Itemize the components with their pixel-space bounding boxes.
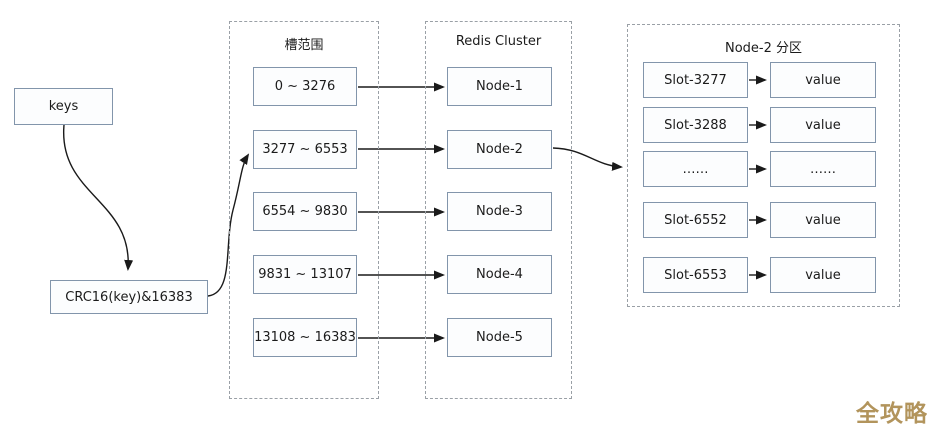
node-box-3: Node-3	[447, 192, 552, 231]
partition-slot-box-2: Slot-3288	[643, 107, 748, 143]
node-box-1: Node-1	[447, 67, 552, 106]
partition-slot-box-1: Slot-3277	[643, 62, 748, 98]
slot-range-box-4: 9831 ~ 13107	[253, 255, 357, 294]
partition-value-box-4: value	[770, 202, 876, 238]
slot-range-box-5: 13108 ~ 16383	[253, 318, 357, 357]
partition-value-box-5: value	[770, 257, 876, 293]
node-box-5: Node-5	[447, 318, 552, 357]
node2-partition-title: Node-2 分区	[724, 41, 803, 56]
slot-range-box-3: 6554 ~ 9830	[253, 192, 357, 231]
crc16-hash-box: CRC16(key)&16383	[50, 280, 208, 314]
slot-range-box-1: 0 ~ 3276	[253, 67, 357, 106]
partition-slot-box-4: Slot-6552	[643, 202, 748, 238]
redis-cluster-container: Redis Cluster	[425, 21, 572, 399]
partition-slot-box-5: Slot-6553	[643, 257, 748, 293]
partition-value-box-1: value	[770, 62, 876, 98]
node2-partition-container: Node-2 分区	[627, 24, 900, 307]
slot-range-title: 槽范围	[284, 38, 324, 53]
partition-value-box-2: value	[770, 107, 876, 143]
slot-range-box-2: 3277 ~ 6553	[253, 130, 357, 169]
partition-value-box-3: ……	[770, 151, 876, 187]
partition-slot-box-3: ……	[643, 151, 748, 187]
redis-cluster-title: Redis Cluster	[455, 34, 542, 49]
node-box-4: Node-4	[447, 255, 552, 294]
watermark-text: 全攻略	[856, 401, 927, 427]
slot-range-container: 槽范围	[229, 21, 379, 399]
node-box-2: Node-2	[447, 130, 552, 169]
keys-box: keys	[14, 88, 113, 125]
